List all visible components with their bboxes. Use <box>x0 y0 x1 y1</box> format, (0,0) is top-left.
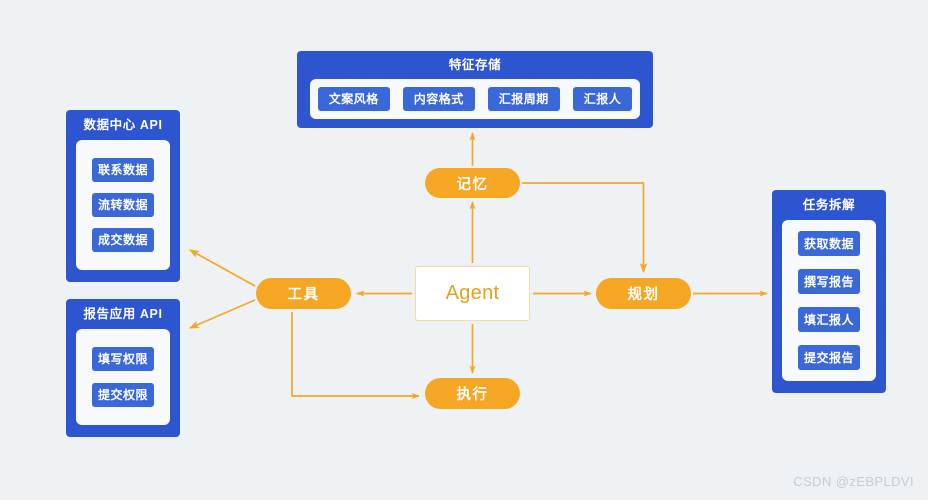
watermark-text: CSDN @zEBPLDVI <box>793 474 914 489</box>
node-agent[interactable]: Agent <box>415 266 530 321</box>
chip-copy-style[interactable]: 文案风格 <box>317 86 390 111</box>
node-tool[interactable]: 工具 <box>256 278 351 309</box>
panel-task-decomposition-items: 获取数据 撰写报告 填汇报人 提交报告 <box>782 219 876 381</box>
chip-deal-data[interactable]: 成交数据 <box>92 227 154 252</box>
panel-data-center-api-title: 数据中心 API <box>83 118 163 132</box>
wire-memory-to-planning <box>522 182 648 274</box>
panel-task-decomposition: 任务拆解 获取数据 撰写报告 填汇报人 提交报告 <box>772 190 886 393</box>
panel-feature-store-items: 文案风格 内容格式 汇报周期 汇报人 <box>310 78 640 119</box>
chip-write-report[interactable]: 撰写报告 <box>798 268 860 294</box>
chip-content-format[interactable]: 内容格式 <box>402 86 475 111</box>
chip-fetch-data[interactable]: 获取数据 <box>798 230 860 256</box>
node-planning[interactable]: 规划 <box>596 278 691 309</box>
panel-report-app-api: 报告应用 API 填写权限 提交权限 <box>66 299 180 437</box>
chip-flow-data[interactable]: 流转数据 <box>92 192 154 217</box>
wire-tool-to-data-center <box>188 249 256 287</box>
panel-feature-store-title: 特征存储 <box>448 58 502 72</box>
node-execution[interactable]: 执行 <box>425 378 520 409</box>
wire-tool-to-execution <box>291 312 420 400</box>
node-memory[interactable]: 记忆 <box>425 168 520 198</box>
panel-feature-store: 特征存储 文案风格 内容格式 汇报周期 汇报人 <box>297 51 653 128</box>
chip-submit-report[interactable]: 提交报告 <box>798 344 860 370</box>
chip-fill-reporter[interactable]: 填汇报人 <box>798 306 860 332</box>
panel-task-decomposition-title: 任务拆解 <box>802 198 856 212</box>
chip-submit-permission[interactable]: 提交权限 <box>92 382 154 407</box>
chip-fill-permission[interactable]: 填写权限 <box>92 346 154 371</box>
chip-reporter[interactable]: 汇报人 <box>572 86 633 111</box>
chip-contact-data[interactable]: 联系数据 <box>92 157 154 182</box>
panel-data-center-api-items: 联系数据 流转数据 成交数据 <box>76 139 170 270</box>
panel-report-app-api-title: 报告应用 API <box>83 307 163 321</box>
chip-report-cycle[interactable]: 汇报周期 <box>487 86 560 111</box>
panel-data-center-api: 数据中心 API 联系数据 流转数据 成交数据 <box>66 110 180 282</box>
panel-report-app-api-items: 填写权限 提交权限 <box>76 328 170 425</box>
wire-tool-to-report-api <box>188 299 256 329</box>
